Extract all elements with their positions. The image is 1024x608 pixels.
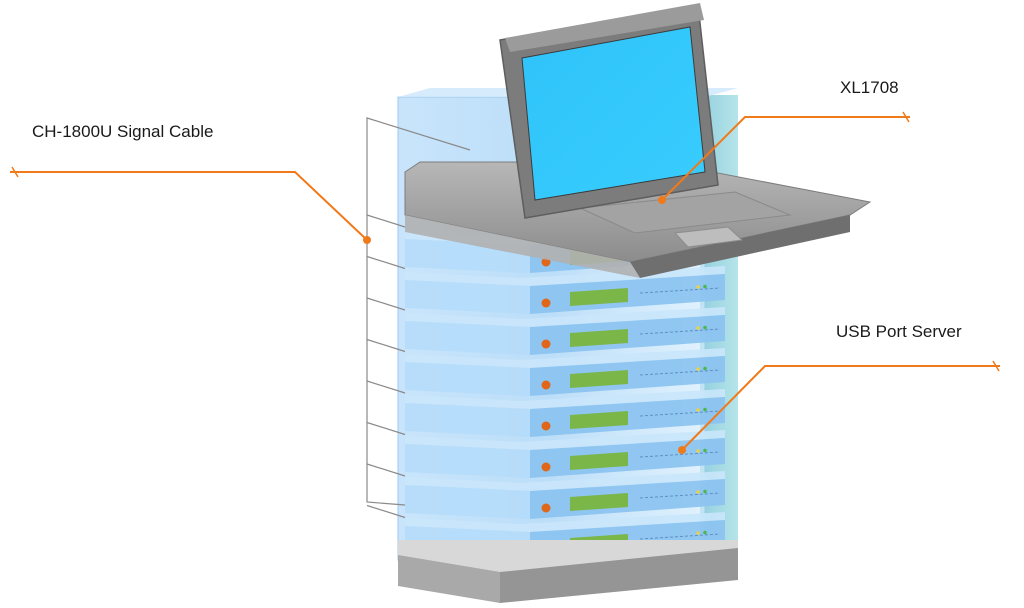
server-unit — [405, 348, 725, 396]
signal-cable-line — [366, 421, 406, 436]
display-panel — [570, 493, 628, 511]
callout-kvm-console — [658, 111, 910, 204]
power-button-icon — [541, 421, 551, 431]
display-panel — [570, 329, 628, 347]
signal-cable-line — [366, 297, 406, 311]
display-panel — [570, 370, 628, 388]
callout-usb-port-server — [678, 360, 1000, 454]
display-panel — [570, 411, 628, 429]
signal-cable-label: CH-1800U Signal Cable — [32, 122, 214, 141]
signal-cable-line — [366, 338, 406, 353]
signal-cable-line — [366, 214, 406, 228]
signal-cable-line — [366, 504, 406, 519]
power-button-icon — [541, 298, 551, 308]
rack-base — [398, 540, 738, 603]
signal-cable-line — [366, 463, 406, 477]
power-button-icon — [541, 339, 551, 349]
kvm-console-label: XL1708 — [840, 78, 899, 97]
usb-port-server-label: USB Port Server — [836, 322, 962, 341]
server-unit — [405, 430, 725, 478]
power-button-icon — [541, 380, 551, 390]
power-button-icon — [541, 462, 551, 472]
signal-cable-line — [366, 255, 406, 270]
display-panel — [570, 452, 628, 470]
server-unit — [405, 389, 725, 437]
server-unit — [405, 307, 725, 355]
callout-signal-cable — [10, 166, 371, 244]
signal-cable-line — [366, 380, 406, 394]
kvm-console — [404, 3, 872, 278]
signal-cable-trunk — [366, 117, 471, 506]
display-panel — [570, 288, 628, 306]
power-button-icon — [541, 503, 551, 513]
server-unit — [405, 471, 725, 519]
signal-cable-bundle — [366, 117, 471, 519]
